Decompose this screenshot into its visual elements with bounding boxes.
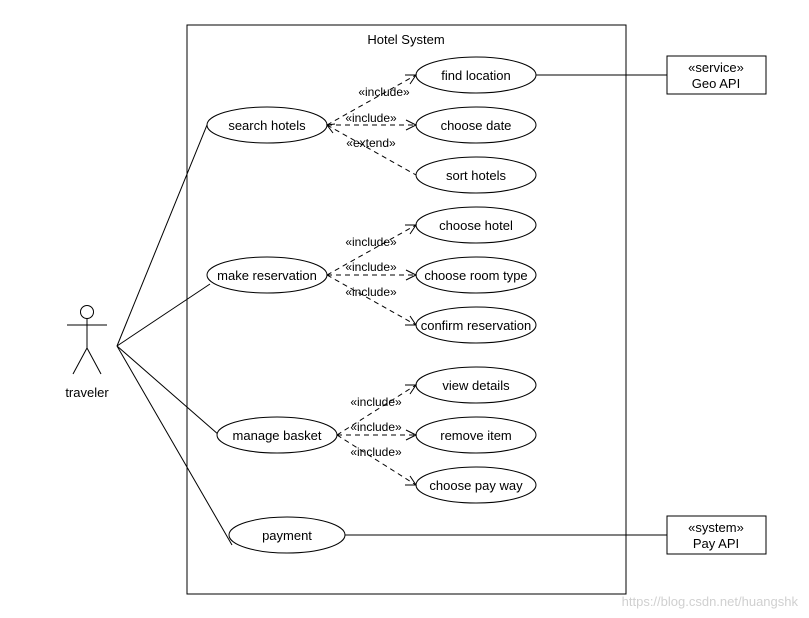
- uc-view-details-label: view details: [442, 378, 510, 393]
- include-choose-hotel-label: «include»: [345, 235, 397, 249]
- assoc-make-reservation: [116, 283, 211, 347]
- include-remove-item-arrow: [405, 429, 418, 441]
- uc-search-hotels-label: search hotels: [228, 118, 306, 133]
- relations-search: «include» «include» «extend»: [326, 74, 418, 176]
- system-title: Hotel System: [367, 32, 444, 47]
- uc-find-location-label: find location: [441, 68, 510, 83]
- actor-left-leg: [72, 347, 88, 375]
- uc-choose-room-type-label: choose room type: [424, 268, 527, 283]
- include-remove-item-label: «include»: [350, 420, 402, 434]
- pay-api-name: Pay API: [693, 536, 739, 551]
- include-view-details-arrow: [405, 384, 417, 395]
- include-choose-date-label: «include»: [345, 111, 397, 125]
- actor-label: traveler: [65, 385, 109, 400]
- uc-sort-hotels-label: sort hotels: [446, 168, 506, 183]
- uc-payment-label: payment: [262, 528, 312, 543]
- assoc-manage-basket: [116, 345, 220, 436]
- include-choose-hotel-arrow: [405, 224, 417, 235]
- include-choose-pay-way-arrow: [405, 475, 417, 486]
- extend-sort-hotels-line: [326, 124, 417, 176]
- relations-reservation: «include» «include» «include»: [326, 224, 418, 326]
- relations-basket: «include» «include» «include»: [336, 384, 418, 486]
- include-confirm-reservation-arrow: [405, 315, 417, 326]
- uc-confirm-reservation-label: confirm reservation: [421, 318, 532, 333]
- geo-api-name: Geo API: [692, 76, 740, 91]
- include-choose-pay-way-line: [336, 434, 417, 486]
- include-view-details-line: [336, 384, 417, 436]
- include-find-location-arrow: [405, 74, 417, 85]
- actor-right-leg: [86, 347, 102, 375]
- include-choose-pay-way-label: «include»: [350, 445, 402, 459]
- uc-remove-item-label: remove item: [440, 428, 512, 443]
- include-view-details-label: «include»: [350, 395, 402, 409]
- uc-choose-pay-way-label: choose pay way: [429, 478, 523, 493]
- include-find-location-label: «include»: [358, 85, 410, 99]
- pay-api-box: [666, 515, 767, 555]
- include-choose-hotel-line: [326, 224, 417, 276]
- include-find-location-line: [326, 74, 417, 126]
- pay-api-stereotype: «system»: [688, 520, 744, 535]
- external-geo-api: «service» Geo API: [536, 55, 767, 95]
- uc-make-reservation-label: make reservation: [217, 268, 317, 283]
- use-cases: search hotels find location choose date …: [206, 56, 537, 554]
- actor-associations: [116, 124, 233, 546]
- watermark-text: https://blog.csdn.net/huangshk: [622, 594, 799, 609]
- include-choose-room-type-label: «include»: [345, 260, 397, 274]
- include-confirm-reservation-label: «include»: [345, 285, 397, 299]
- include-confirm-reservation-line: [326, 274, 417, 326]
- geo-api-stereotype: «service»: [688, 60, 744, 75]
- uc-manage-basket-label: manage basket: [233, 428, 322, 443]
- include-choose-room-type-arrow: [405, 269, 418, 281]
- actor-head: [80, 305, 94, 319]
- uc-choose-date-label: choose date: [441, 118, 512, 133]
- assoc-payment: [116, 345, 233, 546]
- extend-sort-hotels-label: «extend»: [346, 136, 396, 150]
- geo-api-box: [666, 55, 767, 95]
- assoc-search-hotels: [116, 124, 208, 347]
- uc-choose-hotel-label: choose hotel: [439, 218, 513, 233]
- extend-sort-hotels-arrow: [326, 123, 336, 134]
- include-choose-date-arrow: [405, 119, 418, 131]
- actor-traveler: traveler: [65, 305, 109, 400]
- external-pay-api: «system» Pay API: [345, 515, 767, 555]
